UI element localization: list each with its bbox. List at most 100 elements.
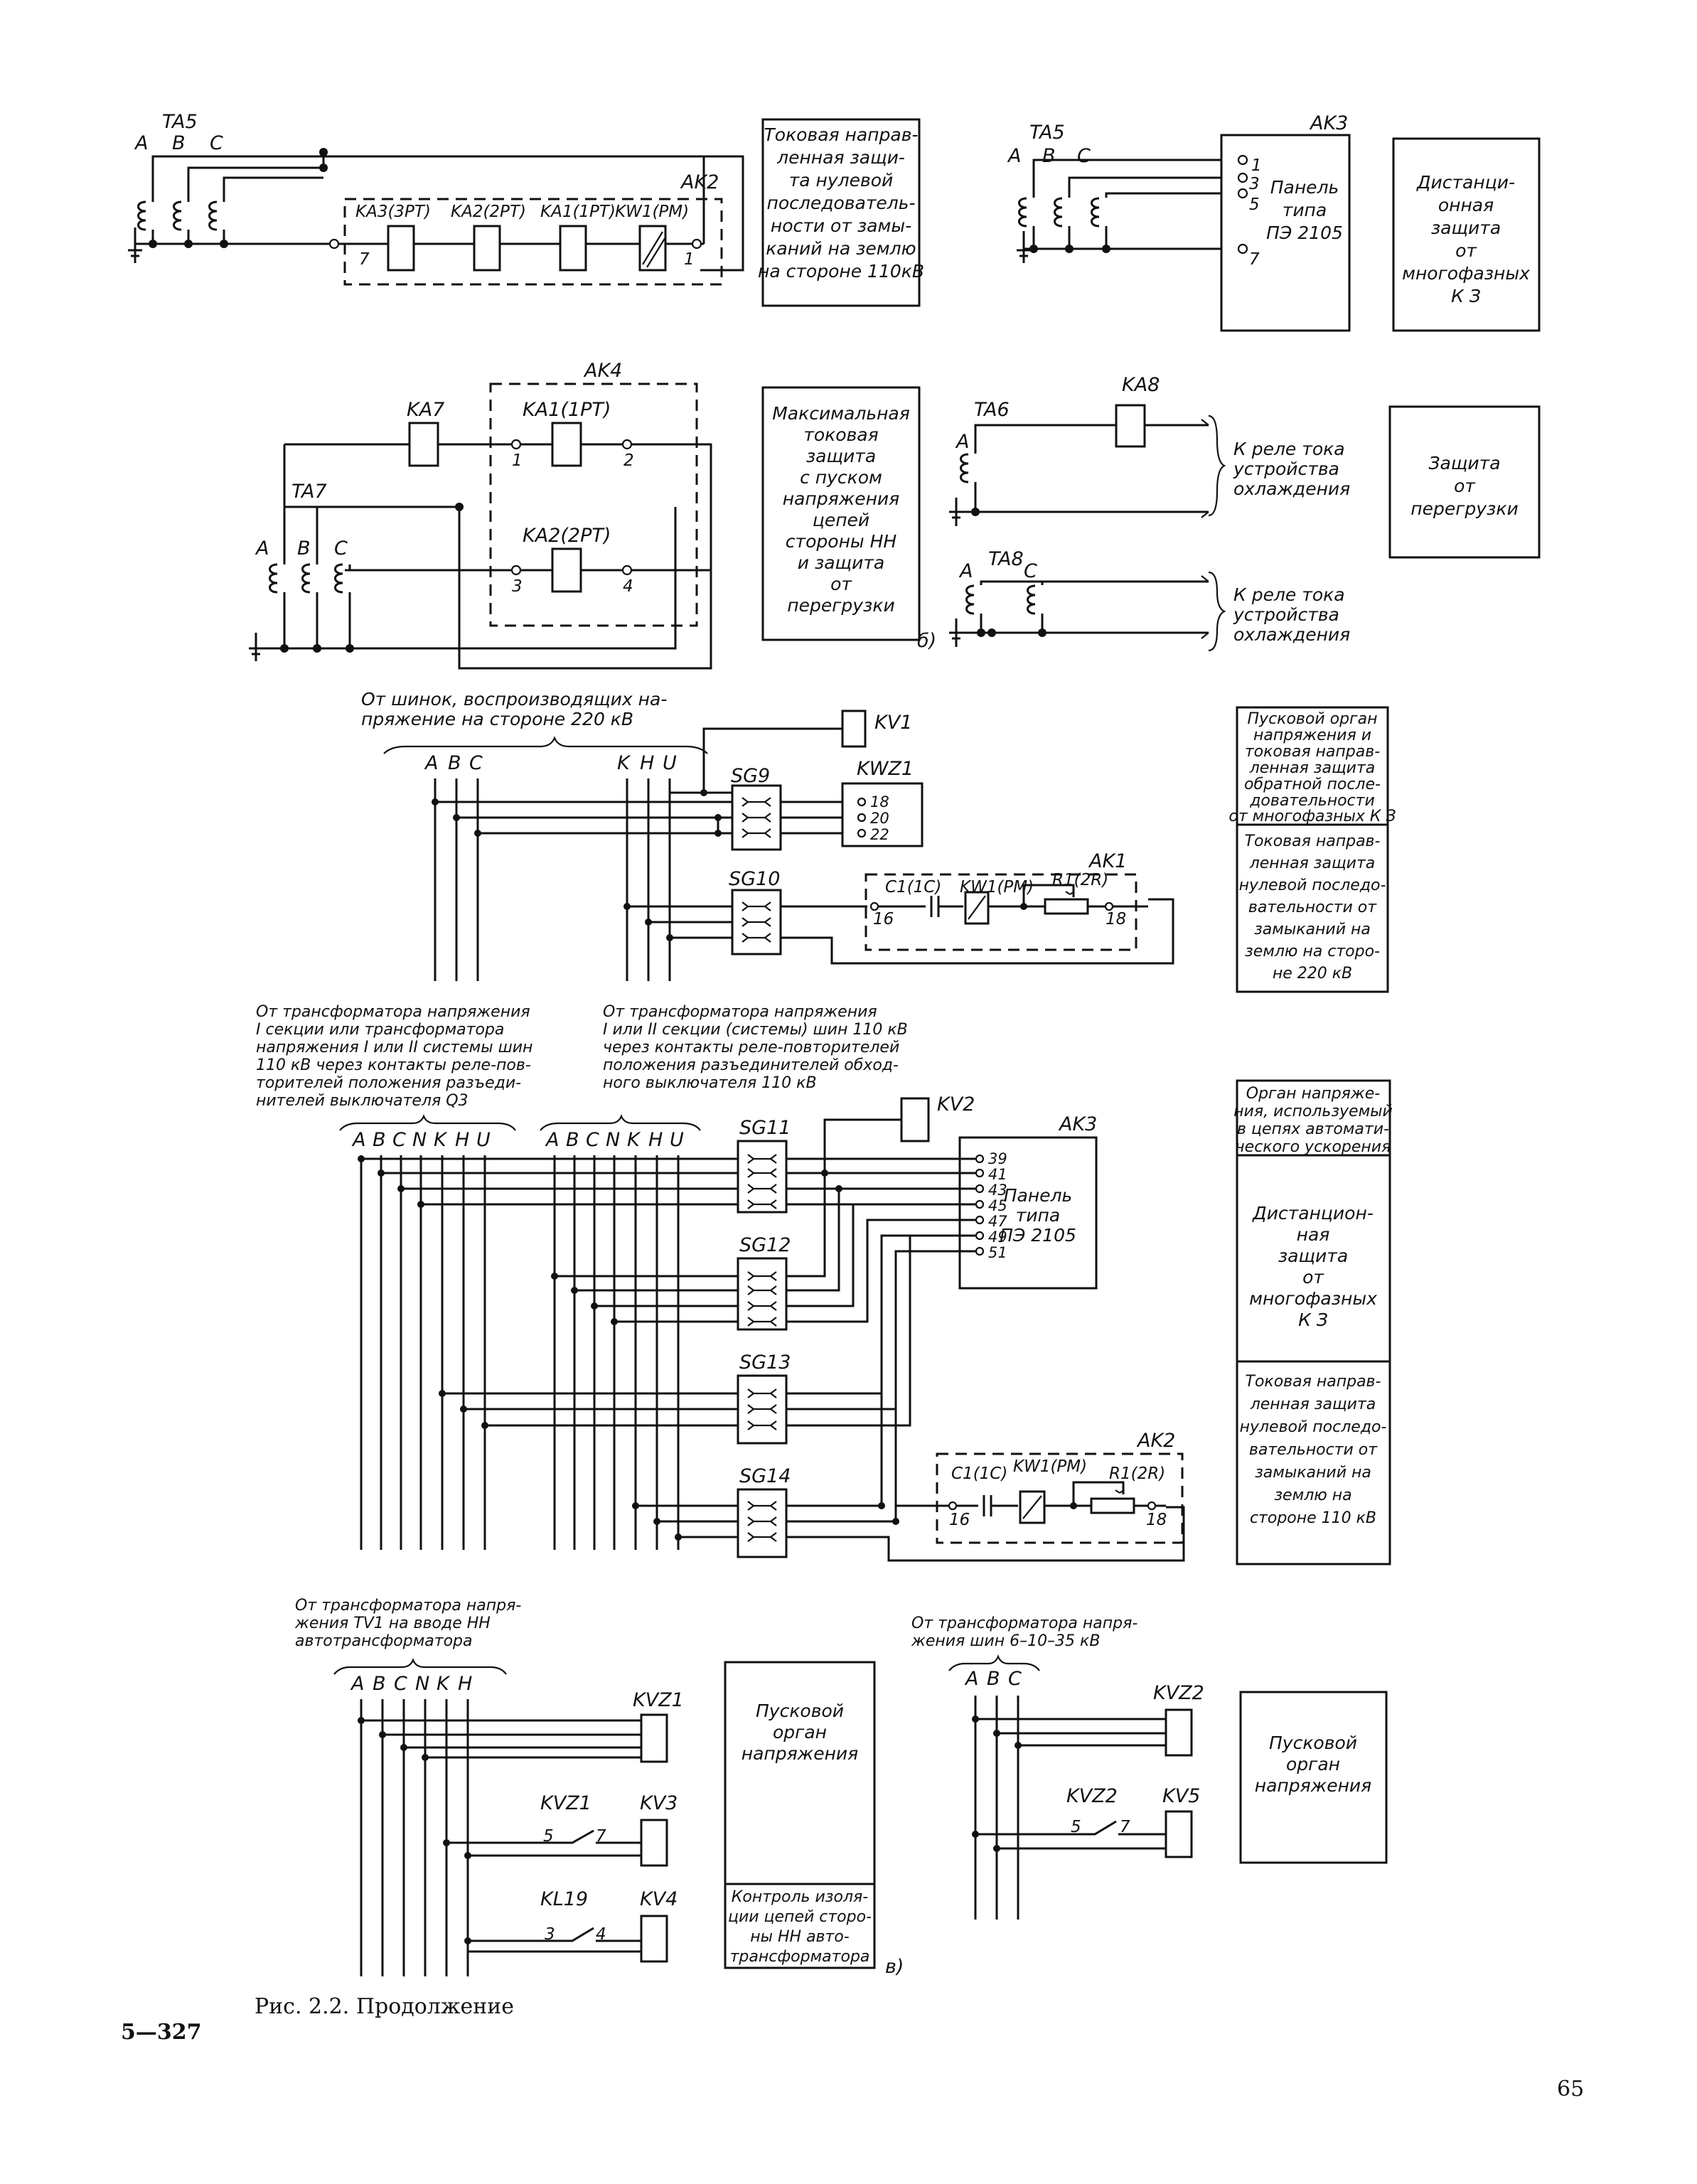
svg-text:KVZ2: KVZ2	[1153, 1682, 1204, 1704]
svg-text:C: C	[469, 752, 483, 774]
svg-text:От трансформатора напря-: От трансформатора напря-	[295, 1597, 521, 1615]
svg-text:защита: защита	[1278, 1246, 1348, 1266]
svg-text:довательности: довательности	[1249, 792, 1375, 810]
svg-text:N: N	[412, 1129, 427, 1151]
svg-text:орган: орган	[773, 1722, 827, 1743]
svg-text:от многофазных К З: от многофазных К З	[1228, 808, 1396, 825]
svg-text:ленная защи-: ленная защи-	[776, 147, 905, 168]
svg-text:A: A	[1007, 145, 1021, 167]
svg-text:многофазных: многофазных	[1402, 263, 1530, 284]
svg-text:C: C	[586, 1129, 599, 1151]
svg-text:типа: типа	[1016, 1205, 1060, 1226]
svg-text:жения шин 6–10–35 кВ: жения шин 6–10–35 кВ	[911, 1632, 1100, 1650]
svg-text:U: U	[670, 1129, 684, 1151]
section-nn: От трансформатора напря- жения TV1 на вв…	[294, 1597, 684, 1976]
sheet-mark: 5—327	[121, 2020, 202, 2045]
svg-text:A: A	[958, 560, 973, 582]
svg-text:43: 43	[988, 1182, 1007, 1199]
svg-text:C1(1C): C1(1C)	[951, 1465, 1007, 1483]
svg-text:16: 16	[949, 1511, 970, 1529]
svg-text:TA5: TA5	[1029, 122, 1065, 144]
svg-text:б): б)	[917, 630, 936, 652]
svg-text:A: A	[424, 752, 438, 774]
svg-text:устройства: устройства	[1233, 604, 1339, 625]
svg-text:3: 3	[545, 1925, 555, 1944]
svg-text:4: 4	[623, 577, 633, 596]
section-110kv: От трансформатора напряжения I секции ил…	[256, 1003, 1185, 1562]
phase-b-label: B	[172, 132, 186, 154]
svg-text:К реле тока: К реле тока	[1233, 584, 1345, 605]
relay-ka2	[473, 225, 501, 272]
section-220kv: От шинок, воспроизводящих на- пряжение н…	[361, 689, 1174, 981]
svg-text:KV3: KV3	[640, 1792, 678, 1814]
svg-text:A: A	[545, 1129, 559, 1151]
relay-ka2-label: KA2(2PT)	[451, 203, 526, 221]
svg-text:KV4: KV4	[640, 1888, 678, 1910]
svg-text:3: 3	[512, 577, 523, 596]
svg-text:SG10: SG10	[729, 868, 780, 890]
svg-text:TA8: TA8	[988, 548, 1024, 570]
svg-text:H: H	[640, 752, 654, 774]
figure-caption: Рис. 2.2. Продолжение	[255, 1994, 514, 2019]
svg-text:B: B	[373, 1673, 386, 1695]
svg-text:Орган напряже-: Орган напряже-	[1246, 1085, 1381, 1103]
svg-text:от: от	[1455, 240, 1477, 261]
svg-text:нулевой последо-: нулевой последо-	[1240, 1418, 1387, 1436]
svg-text:нулевой последо-: нулевой последо-	[1239, 877, 1386, 894]
svg-text:U: U	[663, 752, 677, 774]
ct-coil-b	[173, 200, 183, 231]
svg-text:Панель: Панель	[1004, 1185, 1073, 1206]
svg-text:4: 4	[596, 1925, 606, 1944]
svg-text:18: 18	[1106, 910, 1126, 928]
svg-text:7: 7	[1120, 1818, 1130, 1836]
svg-text:от: от	[1454, 476, 1476, 496]
relay-kw1-label: KW1(PM)	[615, 203, 689, 221]
svg-text:Пусковой: Пусковой	[756, 1701, 844, 1721]
svg-text:I секции или трансформатора: I секции или трансформатора	[256, 1021, 504, 1039]
svg-text:K: K	[434, 1129, 448, 1151]
phase-a-label: A	[134, 132, 148, 154]
svg-text:N: N	[415, 1673, 429, 1695]
svg-text:H: H	[455, 1129, 469, 1151]
svg-text:Максимальная: Максимальная	[772, 403, 910, 424]
svg-text:1: 1	[512, 451, 523, 470]
desc-overcurrent: Максимальная токовая защита с пуском нап…	[761, 386, 921, 641]
desc-distance-top: Дистанци- онная защита от многофазных К …	[1392, 137, 1541, 332]
svg-text:C: C	[1008, 1668, 1022, 1690]
svg-text:Контроль изоля-: Контроль изоля-	[732, 1888, 868, 1906]
panel-ak3-mid	[958, 1136, 1098, 1290]
svg-text:H: H	[648, 1129, 663, 1151]
relay-ka1	[559, 225, 587, 272]
svg-text:45: 45	[988, 1197, 1007, 1214]
svg-text:47: 47	[988, 1213, 1007, 1230]
svg-text:с пуском: с пуском	[800, 467, 882, 488]
svg-text:Дистанцион-: Дистанцион-	[1252, 1203, 1374, 1224]
svg-text:KW1(PM): KW1(PM)	[1013, 1457, 1087, 1476]
svg-text:B: B	[566, 1129, 579, 1151]
svg-text:KV2: KV2	[937, 1093, 975, 1115]
svg-text:K: K	[627, 1129, 641, 1151]
svg-text:A: A	[255, 537, 269, 560]
top-right-circuit: TA5 A B C AK3 1 3 5 7 Панель типа ПЭ 210…	[1007, 112, 1351, 332]
svg-text:B: B	[1042, 145, 1056, 167]
svg-text:1: 1	[1251, 156, 1262, 175]
svg-text:U: U	[476, 1129, 491, 1151]
svg-text:TA7: TA7	[291, 481, 327, 503]
svg-text:18: 18	[870, 793, 889, 810]
svg-text:устройства: устройства	[1233, 459, 1339, 479]
svg-text:токовая: токовая	[803, 424, 878, 445]
svg-text:От трансформатора напряжения: От трансформатора напряжения	[256, 1003, 530, 1021]
svg-text:B: B	[373, 1129, 386, 1151]
svg-text:онная: онная	[1438, 195, 1494, 215]
svg-text:охлаждения: охлаждения	[1233, 624, 1350, 645]
svg-text:перегрузки: перегрузки	[787, 595, 894, 616]
svg-text:3: 3	[1249, 175, 1260, 193]
svg-text:TA6: TA6	[974, 399, 1010, 421]
svg-text:токовая направ-: токовая направ-	[1245, 743, 1380, 761]
svg-text:Дистанци-: Дистанци-	[1416, 172, 1515, 193]
svg-text:5: 5	[1249, 196, 1260, 214]
svg-text:защита: защита	[1431, 218, 1501, 238]
svg-text:AK4: AK4	[583, 360, 622, 382]
svg-text:Токовая направ-: Токовая направ-	[1245, 833, 1381, 850]
svg-text:AK3: AK3	[1058, 1113, 1097, 1135]
